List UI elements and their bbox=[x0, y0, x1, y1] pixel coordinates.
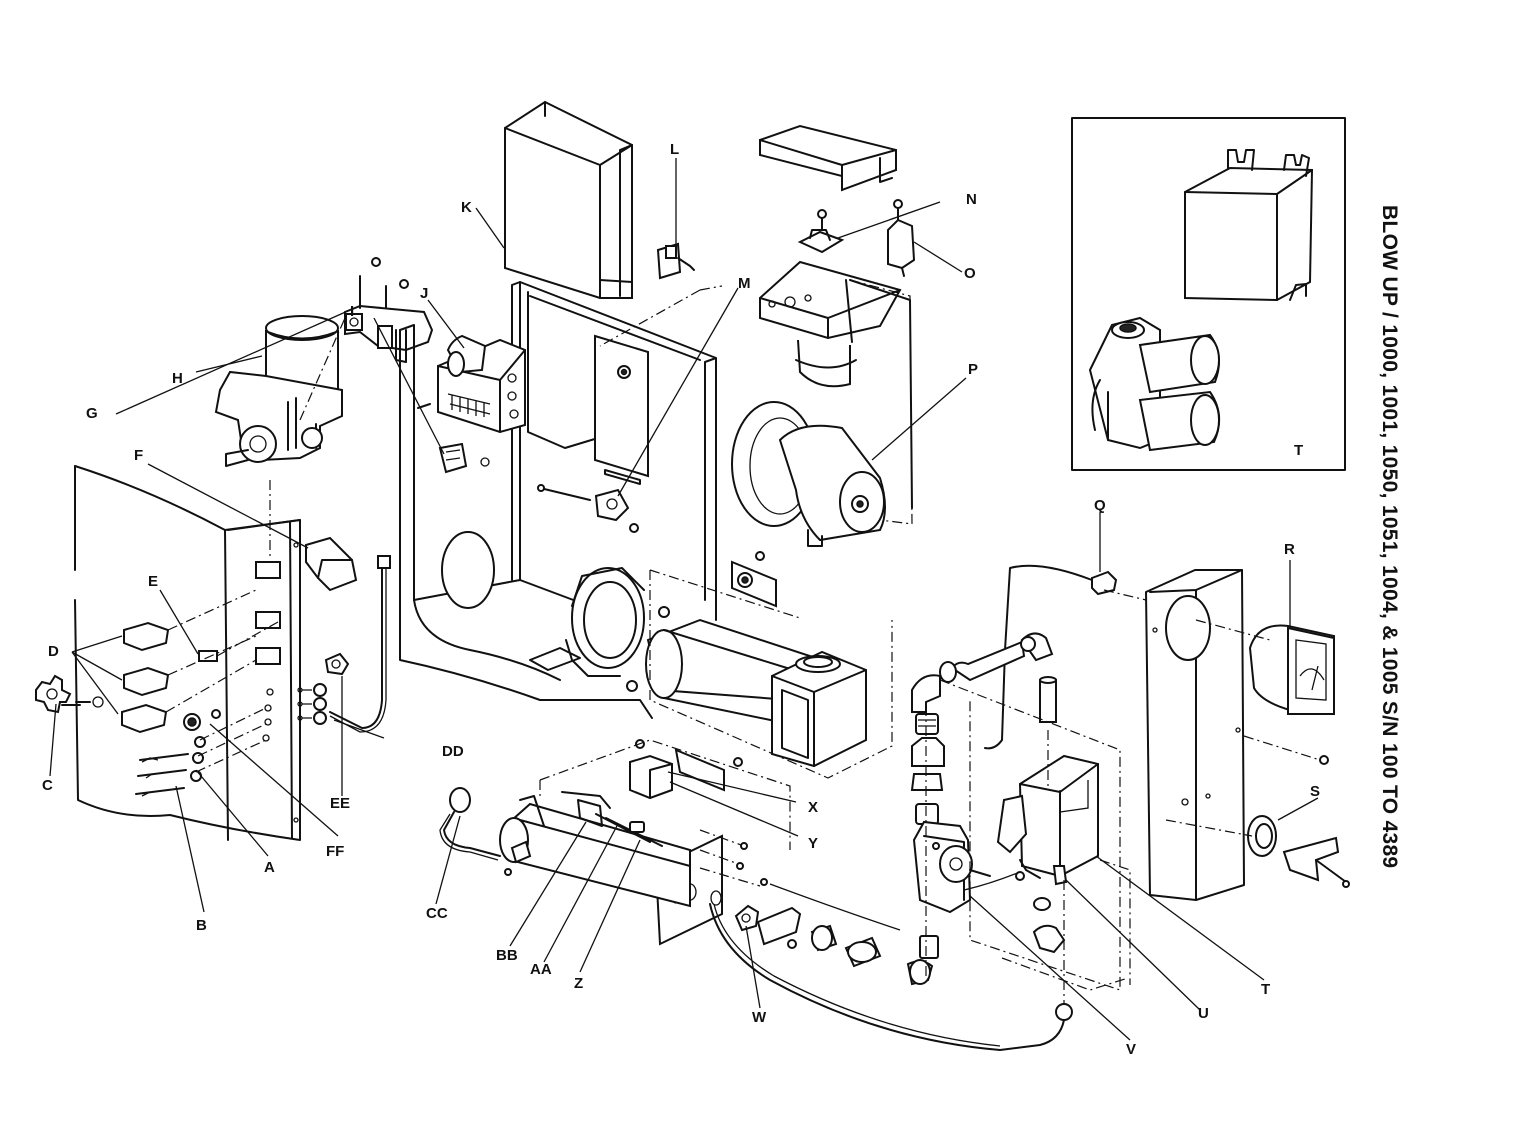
callout-q: Q bbox=[1094, 497, 1106, 514]
heat-exchanger bbox=[645, 569, 893, 779]
callout-i: I bbox=[350, 303, 354, 320]
cabinet-frame bbox=[399, 281, 717, 719]
burner-assembly bbox=[439, 739, 1065, 1051]
callout-labels: A B C D E F G H I J K L M N O P Q R S T … bbox=[42, 141, 1320, 1058]
callout-d: D bbox=[48, 643, 59, 660]
switch-panel bbox=[35, 465, 350, 841]
part-g-f-burner bbox=[269, 257, 434, 592]
callout-a: A bbox=[264, 859, 275, 876]
callout-b: B bbox=[196, 917, 207, 934]
right-side-panel bbox=[984, 564, 1350, 901]
callout-v: V bbox=[1126, 1041, 1136, 1058]
callout-dd: DD bbox=[442, 743, 464, 760]
part-j-control bbox=[417, 334, 526, 434]
callout-c: C bbox=[42, 777, 53, 794]
callout-u: U bbox=[1198, 1005, 1209, 1022]
callout-x: X bbox=[808, 799, 818, 816]
callout-p: P bbox=[968, 361, 978, 378]
diagram-title-text: BLOW UP / 1000, 1001, 1050, 1051, 1004, … bbox=[1378, 205, 1401, 869]
part-k-cover bbox=[504, 100, 633, 299]
part-h-motor bbox=[214, 315, 343, 467]
diagram-title: BLOW UP / 1000, 1001, 1050, 1051, 1004, … bbox=[1378, 205, 1423, 985]
part-i-relay bbox=[438, 442, 490, 474]
callout-e: E bbox=[148, 573, 158, 590]
callout-ee: EE bbox=[330, 795, 350, 812]
part-l-toggle bbox=[599, 242, 723, 347]
callout-m: M bbox=[738, 275, 751, 292]
callout-ff: FF bbox=[326, 843, 344, 860]
callout-o: O bbox=[964, 265, 976, 282]
part-n-o-top bbox=[759, 124, 916, 277]
part-dd-cable bbox=[329, 555, 391, 733]
callout-l: L bbox=[670, 141, 679, 158]
part-p-blower bbox=[731, 260, 913, 547]
callout-t: T bbox=[1261, 981, 1270, 998]
callout-r: R bbox=[1284, 541, 1295, 558]
callout-cc: CC bbox=[426, 905, 448, 922]
callout-y: Y bbox=[808, 835, 818, 852]
callout-w: W bbox=[752, 1009, 767, 1026]
callout-aa: AA bbox=[530, 961, 552, 978]
leader-lines bbox=[49, 158, 1319, 1041]
callout-g: G bbox=[86, 405, 98, 422]
callout-h: H bbox=[172, 370, 183, 387]
inset-box-t: T bbox=[1071, 117, 1346, 471]
callout-n: N bbox=[966, 191, 977, 208]
gas-train bbox=[769, 632, 1131, 1021]
callout-t-inset: T bbox=[1294, 442, 1303, 459]
callout-f: F bbox=[134, 447, 143, 464]
part-m-fitting bbox=[537, 484, 639, 533]
callout-s: S bbox=[1310, 783, 1320, 800]
callout-j: J bbox=[420, 285, 428, 302]
pressure-port bbox=[731, 551, 777, 608]
callout-z: Z bbox=[574, 975, 583, 992]
callout-k: K bbox=[461, 199, 472, 216]
callout-bb: BB bbox=[496, 947, 518, 964]
